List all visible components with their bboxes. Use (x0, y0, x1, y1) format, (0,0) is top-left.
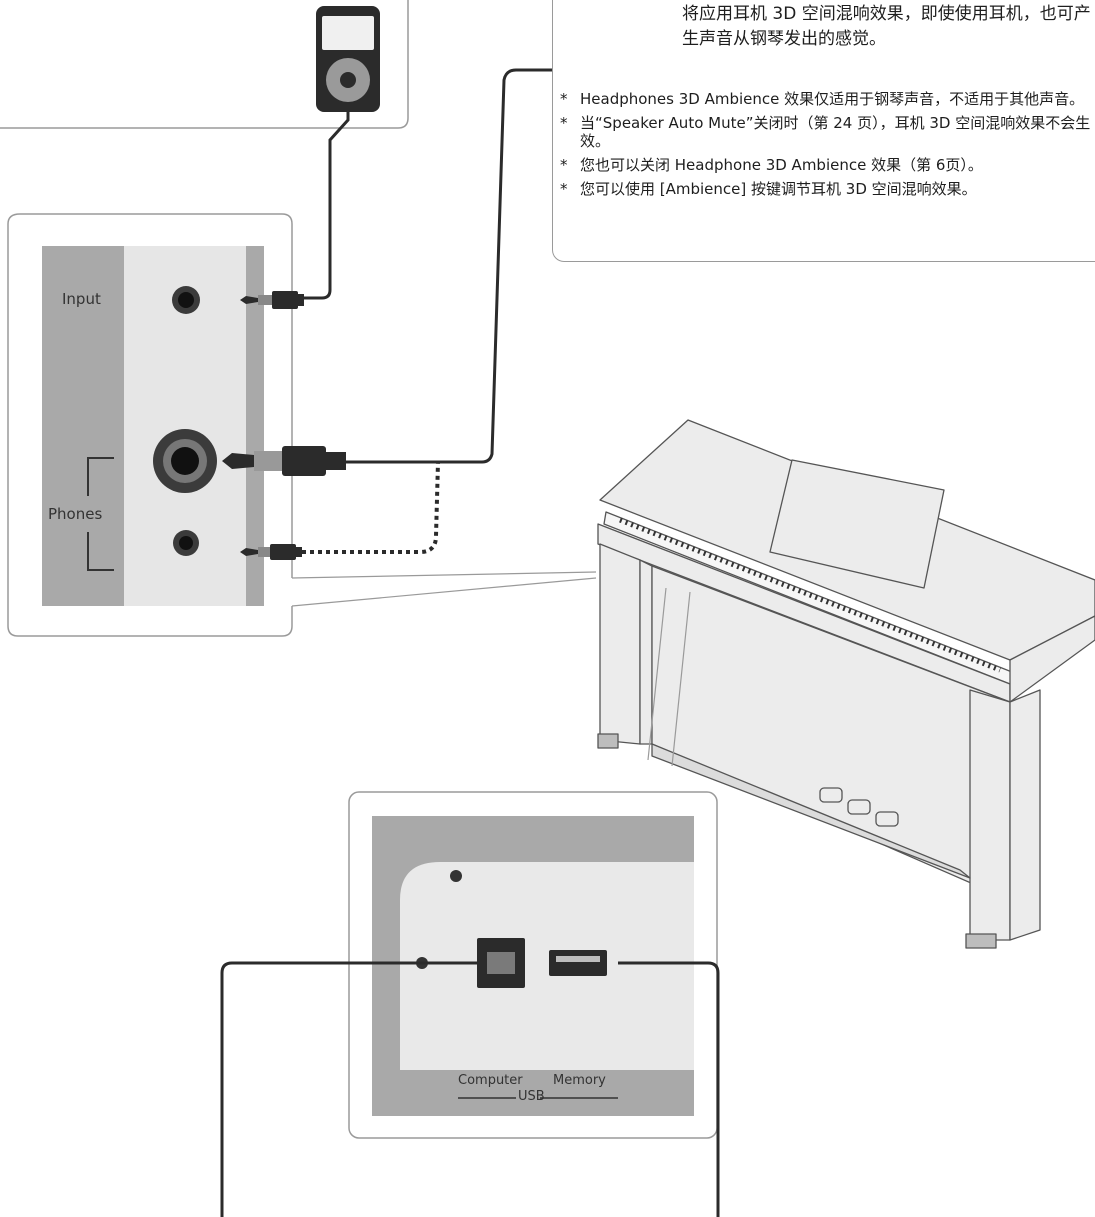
usb-panel-leader (647, 587, 691, 767)
phones-plug-large-icon (222, 446, 346, 476)
notes-list: Headphones 3D Ambience 效果仅适用于钢琴声音，不适用于其他… (556, 90, 1095, 204)
music-player-icon (316, 6, 380, 112)
input-jack-icon (172, 286, 200, 314)
player-cable (302, 112, 350, 300)
memory-usb-cable (618, 961, 720, 1217)
input-label: Input (62, 290, 101, 308)
note-item: 当“Speaker Auto Mute”关闭时（第 24 页），耳机 3D 空间… (556, 114, 1095, 150)
note-item: 您可以使用 [Ambience] 按键调节耳机 3D 空间混响效果。 (556, 180, 1095, 198)
usb-label: USB (518, 1089, 545, 1104)
phones-bracket (87, 457, 114, 571)
memory-label: Memory (553, 1073, 606, 1088)
digital-piano-illustration (597, 419, 1095, 949)
phones-plug-small-icon (240, 544, 302, 560)
usb-memory-port-icon (549, 950, 607, 976)
usb-computer-port-icon (477, 938, 525, 988)
screw-icon (450, 870, 462, 882)
phones-jack-large-icon (153, 429, 217, 493)
computer-usb-cable (220, 961, 477, 1217)
note-item: 您也可以关闭 Headphone 3D Ambience 效果（第 6页）。 (556, 156, 1095, 174)
player-callout-frame (0, 0, 409, 129)
jack-panel-leader (291, 571, 597, 579)
phones-label: Phones (48, 505, 103, 523)
note-item: Headphones 3D Ambience 效果仅适用于钢琴声音，不适用于其他… (556, 90, 1095, 108)
phones-jack-small-icon (173, 530, 199, 556)
computer-label: Computer (458, 1073, 523, 1088)
usb-panel (372, 816, 694, 1116)
headphone-ambience-intro: 将应用耳机 3D 空间混响效果，即使使用耳机，也可产生声音从钢琴发出的感觉。 (682, 4, 1091, 49)
alt-headphone-cable (302, 461, 440, 554)
jack-panel-frame (20, 213, 293, 578)
input-plug-icon (240, 291, 304, 309)
jack-panel (42, 246, 264, 606)
